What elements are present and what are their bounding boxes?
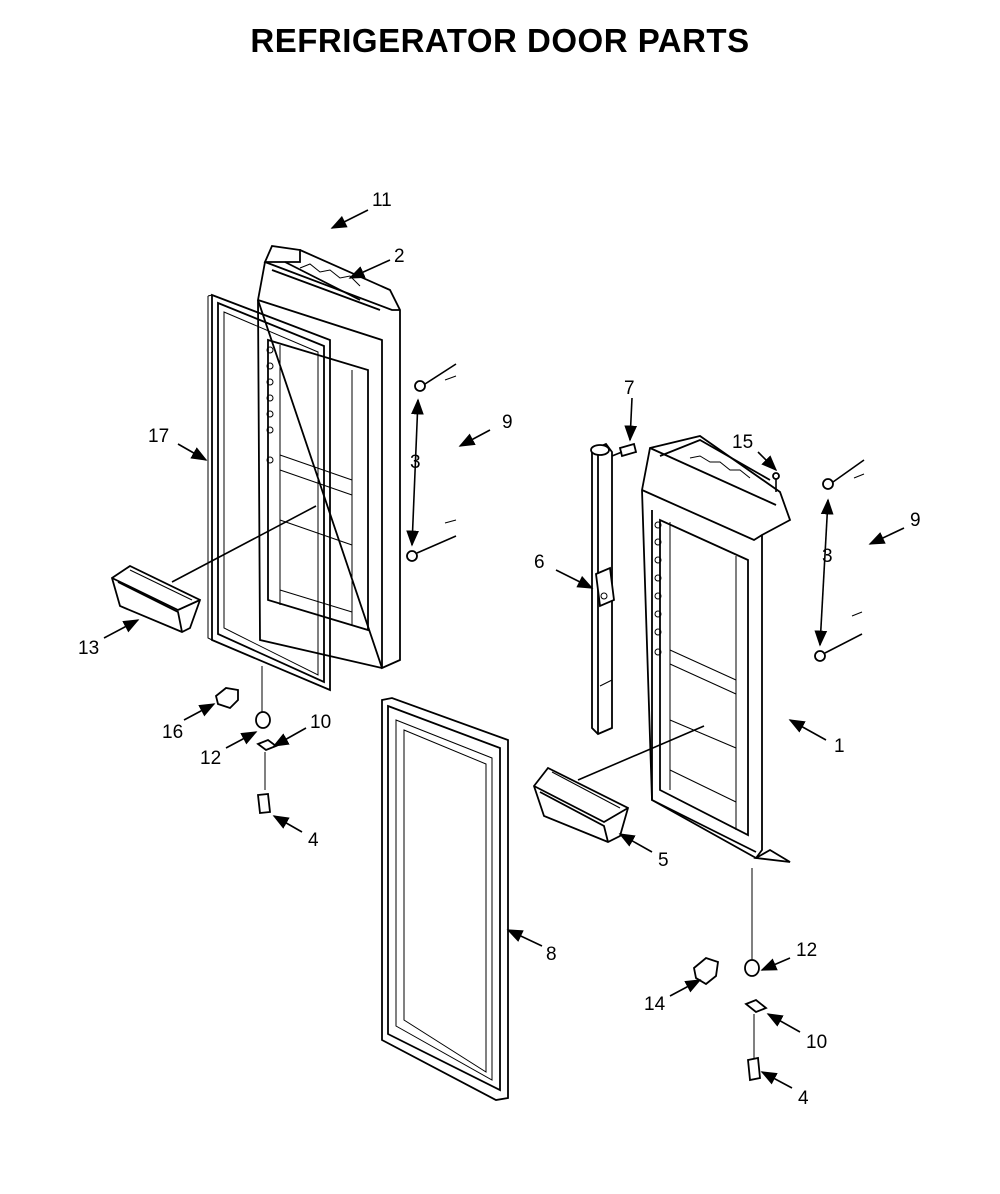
callout-13: 13: [78, 638, 99, 659]
callout-10-left: 10: [310, 712, 331, 733]
mullion-screw: [611, 442, 638, 458]
callout-arrows: [103, 209, 905, 1089]
callout-17: 17: [148, 426, 169, 447]
callout-12-left: 12: [200, 748, 221, 769]
right-hinge-pins: [814, 459, 865, 662]
right-door-outer-panel: [641, 435, 792, 863]
callout-1: 1: [834, 736, 845, 757]
left-door-outer-panel: [257, 245, 401, 670]
center-door-gasket: [381, 697, 509, 1101]
right-door-screw: [772, 472, 780, 492]
callout-6: 6: [534, 552, 545, 573]
left-hinge-pins: [406, 363, 457, 562]
right-3-double-arrow: [814, 498, 834, 647]
right-door-bin: [532, 766, 630, 843]
callout-2: 2: [394, 246, 405, 267]
callout-12-right: 12: [796, 940, 817, 961]
right-lower-hardware: [693, 868, 768, 1082]
bin-leader-right: [577, 725, 705, 781]
door-mullion: [590, 442, 615, 736]
callout-4-right: 4: [798, 1088, 809, 1109]
callout-11: 11: [372, 190, 392, 211]
callout-16: 16: [162, 722, 183, 743]
callout-15: 15: [732, 432, 753, 453]
left-lower-hardware: [214, 666, 278, 814]
callout-9-left: 9: [502, 412, 513, 433]
callout-7: 7: [624, 378, 635, 399]
diagram-title: REFRIGERATOR DOOR PARTS: [250, 22, 750, 59]
callout-10-right: 10: [806, 1032, 827, 1053]
callout-3-left: 3: [410, 452, 421, 473]
callout-14: 14: [644, 994, 666, 1015]
left-door-bin: [110, 564, 202, 633]
callout-9-right: 9: [910, 510, 921, 531]
left-door-gasket: [207, 293, 331, 692]
callout-8: 8: [546, 944, 557, 965]
callout-5: 5: [658, 850, 669, 871]
left-3-double-arrow: [406, 398, 424, 547]
bin-leader-left: [171, 505, 317, 583]
callout-4-left: 4: [308, 830, 319, 851]
callout-3-right: 3: [822, 546, 833, 567]
